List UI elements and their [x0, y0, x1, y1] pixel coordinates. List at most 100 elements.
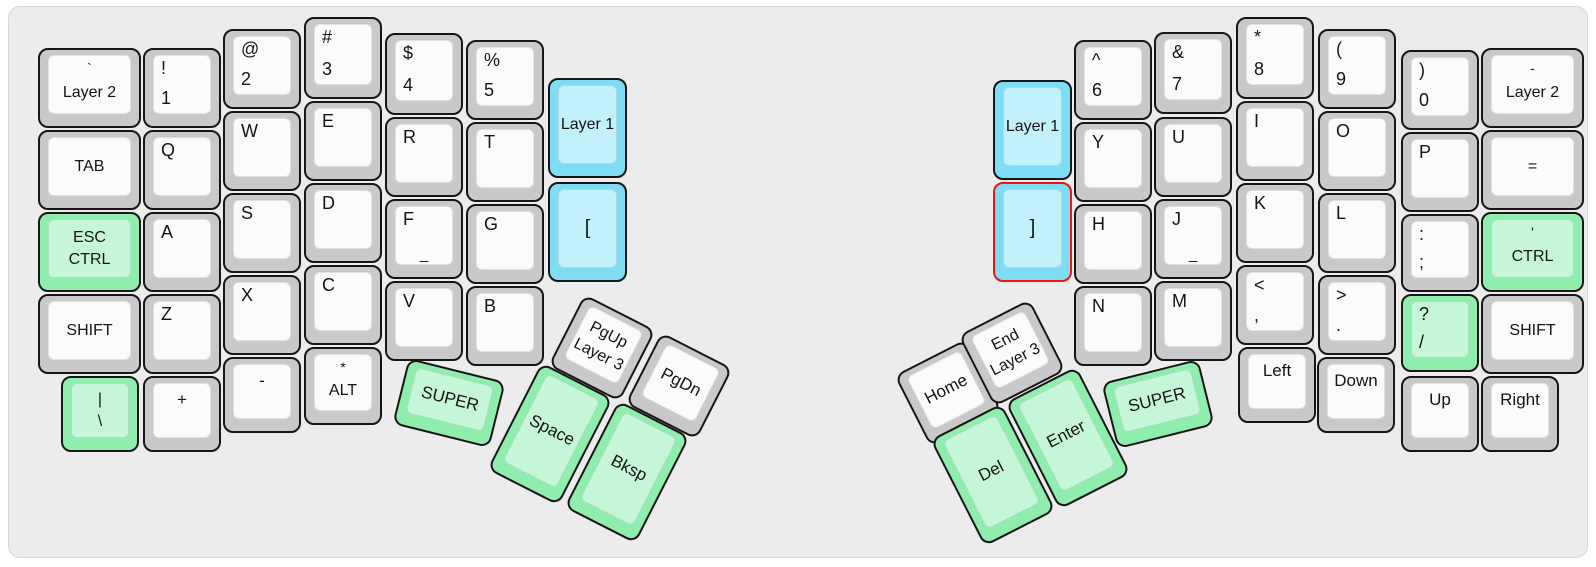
- key-plus[interactable]: +: [143, 376, 221, 452]
- key-g[interactable]: G: [466, 204, 544, 284]
- key-paren-0[interactable]: )0: [1401, 50, 1479, 130]
- key-label-group: X: [241, 286, 284, 335]
- key-j[interactable]: J_: [1154, 199, 1232, 279]
- key-arrow-left[interactable]: Left: [1238, 347, 1316, 423]
- key-label-group: SHIFT: [1492, 302, 1573, 359]
- key-star-8[interactable]: *8: [1236, 17, 1314, 99]
- key-question-slash[interactable]: ?/: [1401, 294, 1479, 372]
- key-paren-9[interactable]: (9: [1318, 29, 1396, 109]
- key-layer1-left[interactable]: Layer 1: [548, 78, 627, 178]
- key-h[interactable]: H: [1074, 204, 1152, 284]
- keycap-face: T: [476, 129, 534, 188]
- key-percent-5[interactable]: %5: [466, 40, 544, 120]
- key-r[interactable]: R: [385, 117, 463, 197]
- key-k[interactable]: K: [1236, 183, 1314, 263]
- key-layer2-left[interactable]: `Layer 2: [38, 48, 141, 128]
- key-s[interactable]: S: [223, 193, 301, 273]
- key-label-group: (9: [1336, 40, 1379, 89]
- key-u[interactable]: U: [1154, 117, 1232, 197]
- key-b[interactable]: B: [466, 286, 544, 366]
- key-label-group: G: [484, 215, 527, 264]
- key-f[interactable]: F_: [385, 199, 463, 279]
- key-t[interactable]: T: [466, 122, 544, 202]
- key-q[interactable]: Q: [143, 130, 221, 210]
- key-minus-layer2[interactable]: -Layer 2: [1481, 48, 1584, 128]
- key-label: 0: [1419, 90, 1430, 111]
- key-d[interactable]: D: [304, 183, 382, 263]
- keycap-face: N: [1084, 293, 1142, 352]
- key-super-left[interactable]: SUPER: [392, 357, 506, 449]
- key-v[interactable]: V: [385, 281, 463, 361]
- key-label: 9: [1336, 69, 1347, 90]
- key-shift-left[interactable]: SHIFT: [38, 294, 141, 374]
- key-label: ?: [1419, 304, 1430, 324]
- key-hash-3[interactable]: #3: [304, 17, 382, 99]
- key-label: Up: [1429, 390, 1451, 409]
- key-c[interactable]: C: [304, 265, 382, 345]
- key-label: 4: [403, 75, 414, 96]
- key-colon-semicolon[interactable]: :;: [1401, 214, 1479, 292]
- key-quote-ctrl[interactable]: 'CTRL: [1481, 212, 1584, 292]
- key-at-2[interactable]: @2: [223, 29, 301, 109]
- key-label-group: U: [1172, 128, 1215, 177]
- key-label: Del: [975, 456, 1007, 486]
- key-label-group: ^6: [1092, 51, 1135, 100]
- key-super-right[interactable]: SUPER: [1101, 358, 1215, 450]
- key-gt-period[interactable]: >.: [1318, 275, 1396, 355]
- key-e[interactable]: E: [304, 101, 382, 181]
- keycap-face: [: [558, 189, 617, 268]
- keycap-face: Z: [153, 301, 211, 360]
- key-rbracket[interactable]: ]: [993, 182, 1072, 282]
- keycap-face: G: [476, 211, 534, 270]
- key-caret-6[interactable]: ^6: [1074, 40, 1152, 120]
- key-label-group: M: [1172, 292, 1215, 341]
- keycap-face: SUPER: [1112, 368, 1202, 434]
- keycap-face: )0: [1411, 57, 1469, 116]
- key-label: 1: [161, 88, 172, 109]
- key-label: ALT: [328, 381, 358, 399]
- keycap-face: U: [1164, 124, 1222, 183]
- key-i[interactable]: I: [1236, 101, 1314, 181]
- key-minus-left[interactable]: -: [223, 357, 301, 433]
- key-equals[interactable]: =: [1481, 130, 1584, 210]
- key-arrow-down[interactable]: Down: [1317, 357, 1395, 433]
- key-m[interactable]: M: [1154, 281, 1232, 361]
- key-tab[interactable]: TAB: [38, 130, 141, 210]
- key-star-alt[interactable]: *ALT: [304, 347, 382, 425]
- key-amp-7[interactable]: &7: [1154, 32, 1232, 114]
- key-label-group: Layer 2: [49, 72, 130, 113]
- keycap-face: =: [1491, 137, 1574, 196]
- keycap-face: J_: [1164, 206, 1222, 265]
- keycap-face: Right: [1491, 383, 1549, 438]
- key-label: @: [241, 39, 260, 59]
- key-y[interactable]: Y: [1074, 122, 1152, 202]
- key-label: PgDn: [657, 363, 705, 401]
- key-l[interactable]: L: [1318, 193, 1396, 273]
- key-pipe-backslash[interactable]: |\: [61, 376, 139, 452]
- key-label-group: L: [1336, 204, 1379, 253]
- keycap-face: D: [314, 190, 372, 249]
- key-dollar-4[interactable]: $4: [385, 33, 463, 115]
- key-arrow-right[interactable]: Right: [1481, 376, 1559, 452]
- keycap-face: S: [233, 200, 291, 259]
- key-label-group: C: [322, 276, 365, 325]
- key-arrow-up[interactable]: Up: [1401, 376, 1479, 452]
- key-x[interactable]: X: [223, 275, 301, 355]
- keycap-face: &7: [1164, 39, 1222, 100]
- keycap-face: PgDn: [640, 342, 721, 423]
- key-p[interactable]: P: [1401, 132, 1479, 212]
- key-n[interactable]: N: [1074, 286, 1152, 366]
- keycap-face: V: [395, 288, 453, 347]
- key-lt-comma[interactable]: <,: [1236, 265, 1314, 345]
- key-lbracket[interactable]: [: [548, 182, 627, 282]
- key-o[interactable]: O: [1318, 111, 1396, 191]
- key-w[interactable]: W: [223, 111, 301, 191]
- key-layer1-right[interactable]: Layer 1: [993, 80, 1072, 180]
- key-shift-right[interactable]: SHIFT: [1481, 294, 1584, 374]
- key-a[interactable]: A: [143, 212, 221, 292]
- key-label: Layer 1: [1005, 117, 1060, 135]
- key-z[interactable]: Z: [143, 294, 221, 374]
- keycap-face: F_: [395, 206, 453, 265]
- key-excl-1[interactable]: !1: [143, 48, 221, 128]
